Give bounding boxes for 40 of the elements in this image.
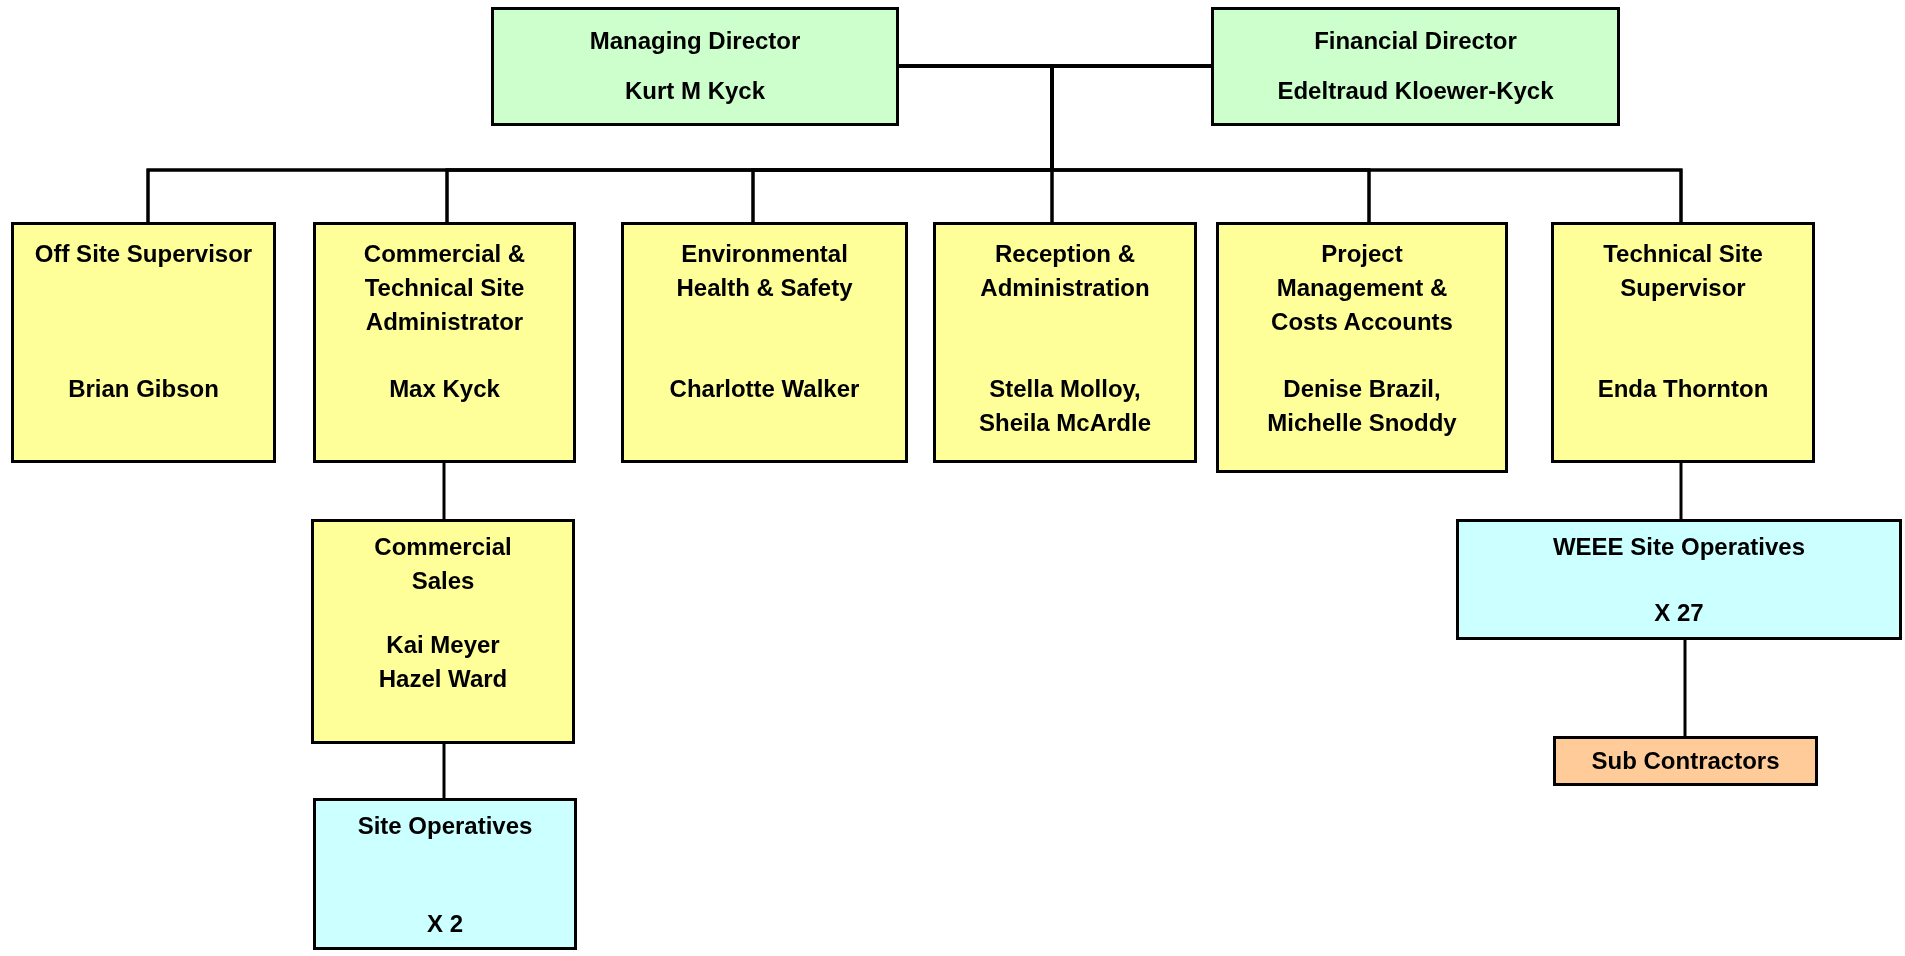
- connector-line: [1050, 64, 1683, 222]
- person-name: Edeltraud Kloewer-Kyck: [1276, 76, 1555, 106]
- person-name: Max Kyck: [388, 374, 501, 404]
- position-title: WEEE Site Operatives: [1551, 532, 1807, 562]
- position-box: [313, 222, 576, 463]
- position-title: Site Operatives: [356, 811, 534, 841]
- person-name: Kai Meyer Hazel Ward: [377, 630, 509, 694]
- position-box: [1211, 7, 1620, 126]
- person-name: X 2: [426, 909, 464, 939]
- person-name: Denise Brazil, Michelle Snoddy: [1266, 374, 1458, 438]
- position-box: [933, 222, 1197, 463]
- position-title: Project Management & Costs Accounts: [1270, 239, 1454, 337]
- position-title: Sub Contractors: [1590, 746, 1781, 776]
- connector-line: [1683, 640, 1687, 736]
- position-box: [313, 798, 577, 950]
- person-name: X 27: [1653, 598, 1705, 628]
- position-title: Financial Director: [1313, 26, 1518, 56]
- position-box: [11, 222, 276, 463]
- position-box: [1456, 519, 1902, 640]
- position-box: [491, 7, 899, 126]
- position-box: [1551, 222, 1815, 463]
- connector-line: [1679, 463, 1683, 519]
- position-title: Reception & Administration: [979, 239, 1151, 303]
- person-name: Enda Thornton: [1596, 374, 1770, 404]
- position-title: Commercial Sales: [373, 532, 513, 596]
- position-title: Commercial & Technical Site Administrator: [362, 239, 527, 337]
- person-name: Brian Gibson: [67, 374, 220, 404]
- position-title: Managing Director: [588, 26, 802, 56]
- position-box: [311, 519, 575, 744]
- position-box: [1553, 736, 1818, 786]
- position-title: Off Site Supervisor: [33, 239, 254, 269]
- position-title: Environmental Health & Safety: [675, 239, 854, 303]
- position-box: [1216, 222, 1508, 473]
- position-title: Technical Site Supervisor: [1602, 239, 1764, 303]
- person-name: Charlotte Walker: [668, 374, 861, 404]
- connector-line: [442, 463, 446, 519]
- position-box: [621, 222, 908, 463]
- person-name: Kurt M Kyck: [624, 76, 766, 106]
- connector-line: [442, 744, 446, 798]
- person-name: Stella Molloy, Sheila McArdle: [977, 374, 1153, 438]
